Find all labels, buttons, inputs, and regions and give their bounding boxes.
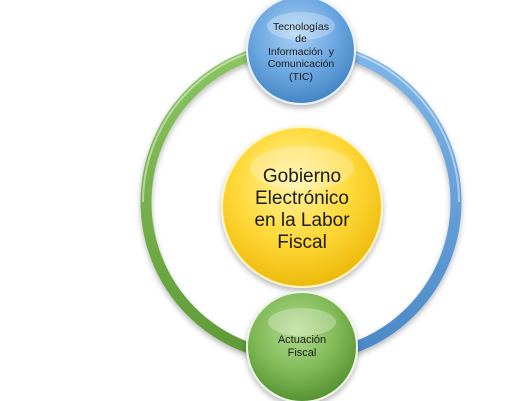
ring-left-arc [140, 41, 307, 363]
node-tic-line-5: (TIC) [289, 70, 313, 83]
node-center-circle [221, 126, 383, 288]
node-tic-line-1: Tecnologías [272, 20, 330, 33]
node-tic-line-2: de [295, 33, 307, 46]
node-tic-circle [246, 0, 356, 105]
node-center-line-1: Gobierno [262, 166, 342, 187]
node-center-line-3: en la Labor [254, 210, 350, 231]
ring-right-arc [295, 41, 462, 363]
node-tic-line-3: Información y [268, 45, 334, 58]
node-tic-line-4: Comunicación [267, 58, 335, 71]
node-tic-label: Tecnologías de Información y Comunicació… [246, 12, 356, 92]
node-center-line-2: Electrónico [255, 188, 349, 209]
node-tic-gloss [267, 12, 335, 40]
node-center-label: Gobierno Electrónico en la Labor Fiscal [222, 150, 382, 270]
node-center-gloss [250, 146, 354, 190]
node-center-line-4: Fiscal [277, 232, 327, 253]
node-actuacion-line-1: Actuación [277, 334, 327, 346]
node-actuacion-label: Actuación Fiscal [246, 302, 358, 392]
node-actuacion-circle [246, 291, 358, 401]
node-actuacion-line-2: Fiscal [287, 347, 317, 359]
node-actuacion-gloss [268, 308, 336, 336]
